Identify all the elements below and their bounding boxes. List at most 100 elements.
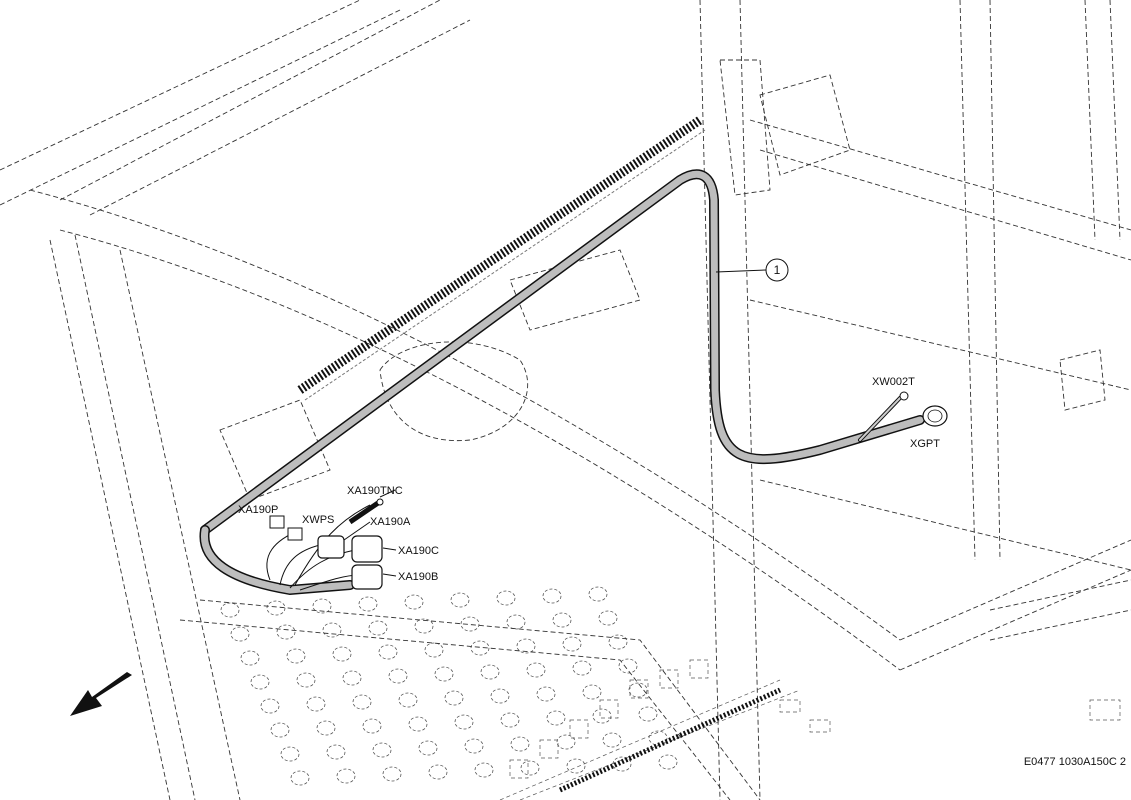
plate-hole: [336, 768, 356, 784]
plate-hole: [608, 634, 628, 650]
plate-hole: [414, 618, 434, 634]
plate-hole: [598, 610, 618, 626]
perforated-plate: [220, 586, 678, 786]
plate-hole: [562, 636, 582, 652]
direction-arrow-icon: [70, 672, 132, 716]
plate-hole: [358, 596, 378, 612]
plate-hole: [240, 650, 260, 666]
plate-hole: [506, 614, 526, 630]
plate-hole: [490, 688, 510, 704]
plate-hole: [398, 692, 418, 708]
plate-hole: [612, 756, 632, 772]
plate-hole: [536, 686, 556, 702]
plate-hole: [434, 666, 454, 682]
plate-hole: [552, 612, 572, 628]
connector-xa190b: [351, 564, 383, 590]
plate-hole: [566, 758, 586, 774]
plate-hole: [470, 640, 490, 656]
callout-balloon: 1: [765, 258, 789, 282]
connector-xa190c: [351, 535, 383, 563]
plate-hole: [290, 770, 310, 786]
label-xa190a: XA190A: [370, 516, 411, 528]
plate-hole: [322, 622, 342, 638]
plate-hole: [602, 732, 622, 748]
connector-xwps: [287, 527, 303, 541]
plate-hole: [520, 760, 540, 776]
plate-hole: [546, 710, 566, 726]
plate-hole: [450, 592, 470, 608]
plate-hole: [220, 602, 240, 618]
plate-hole: [618, 658, 638, 674]
plate-hole: [572, 660, 592, 676]
connector-xgpt: [922, 405, 948, 427]
label-xa190b: XA190B: [398, 571, 438, 583]
plate-hole: [270, 722, 290, 738]
plate-hole: [658, 754, 678, 770]
plate-hole: [500, 712, 520, 728]
plate-hole: [582, 684, 602, 700]
plate-hole: [496, 590, 516, 606]
cooling-fin-strip: [297, 116, 706, 401]
plate-hole: [464, 738, 484, 754]
plate-hole: [418, 740, 438, 756]
plate-hole: [362, 718, 382, 734]
plate-hole: [510, 736, 530, 752]
plate-hole: [332, 646, 352, 662]
plate-hole: [480, 664, 500, 680]
drawing-id: E0477 1030A150C 2: [1024, 756, 1126, 768]
plate-hole: [428, 764, 448, 780]
leader-lines: [343, 269, 767, 577]
plate-hole: [444, 690, 464, 706]
plate-hole: [516, 638, 536, 654]
plate-hole: [368, 620, 388, 636]
plate-hole: [588, 586, 608, 602]
callout-number: 1: [774, 263, 781, 277]
plate-hole: [326, 744, 346, 760]
plate-hole: [352, 694, 372, 710]
plate-hole: [542, 588, 562, 604]
plate-hole: [342, 670, 362, 686]
label-xw002t: XW002T: [872, 376, 915, 388]
plate-hole: [286, 648, 306, 664]
plate-hole: [312, 598, 332, 614]
plate-hole: [648, 730, 668, 746]
plate-hole: [276, 624, 296, 640]
plate-hole: [378, 644, 398, 660]
plate-hole: [454, 714, 474, 730]
electronics-rack: [499, 659, 1121, 800]
connector-xa190a: [317, 535, 345, 559]
label-xgpt: XGPT: [910, 438, 940, 450]
plate-hole: [280, 746, 300, 762]
plate-hole: [556, 734, 576, 750]
plate-hole: [372, 742, 392, 758]
plate-hole: [628, 682, 648, 698]
plate-hole: [404, 594, 424, 610]
plate-hole: [592, 708, 612, 724]
plate-hole: [388, 668, 408, 684]
plate-hole: [382, 766, 402, 782]
label-xa190tnc: XA190TNC: [347, 485, 403, 497]
plate-hole: [474, 762, 494, 778]
plate-hole: [296, 672, 316, 688]
label-xwps: XWPS: [302, 514, 334, 526]
plate-hole: [230, 626, 250, 642]
plate-hole: [266, 600, 286, 616]
connector-xa190tnc: [348, 498, 384, 525]
wiring-harness: [199, 169, 925, 596]
plate-hole: [306, 696, 326, 712]
plate-hole: [424, 642, 444, 658]
plate-hole: [260, 698, 280, 714]
label-xa190p: XA190P: [238, 504, 278, 516]
plate-hole: [526, 662, 546, 678]
plate-hole: [460, 616, 480, 632]
label-xa190c: XA190C: [398, 545, 439, 557]
connector-xa190p: [269, 515, 285, 529]
plate-hole: [250, 674, 270, 690]
plate-hole: [316, 720, 336, 736]
connector-xw002t: [899, 391, 909, 401]
plate-hole: [638, 706, 658, 722]
plate-hole: [408, 716, 428, 732]
